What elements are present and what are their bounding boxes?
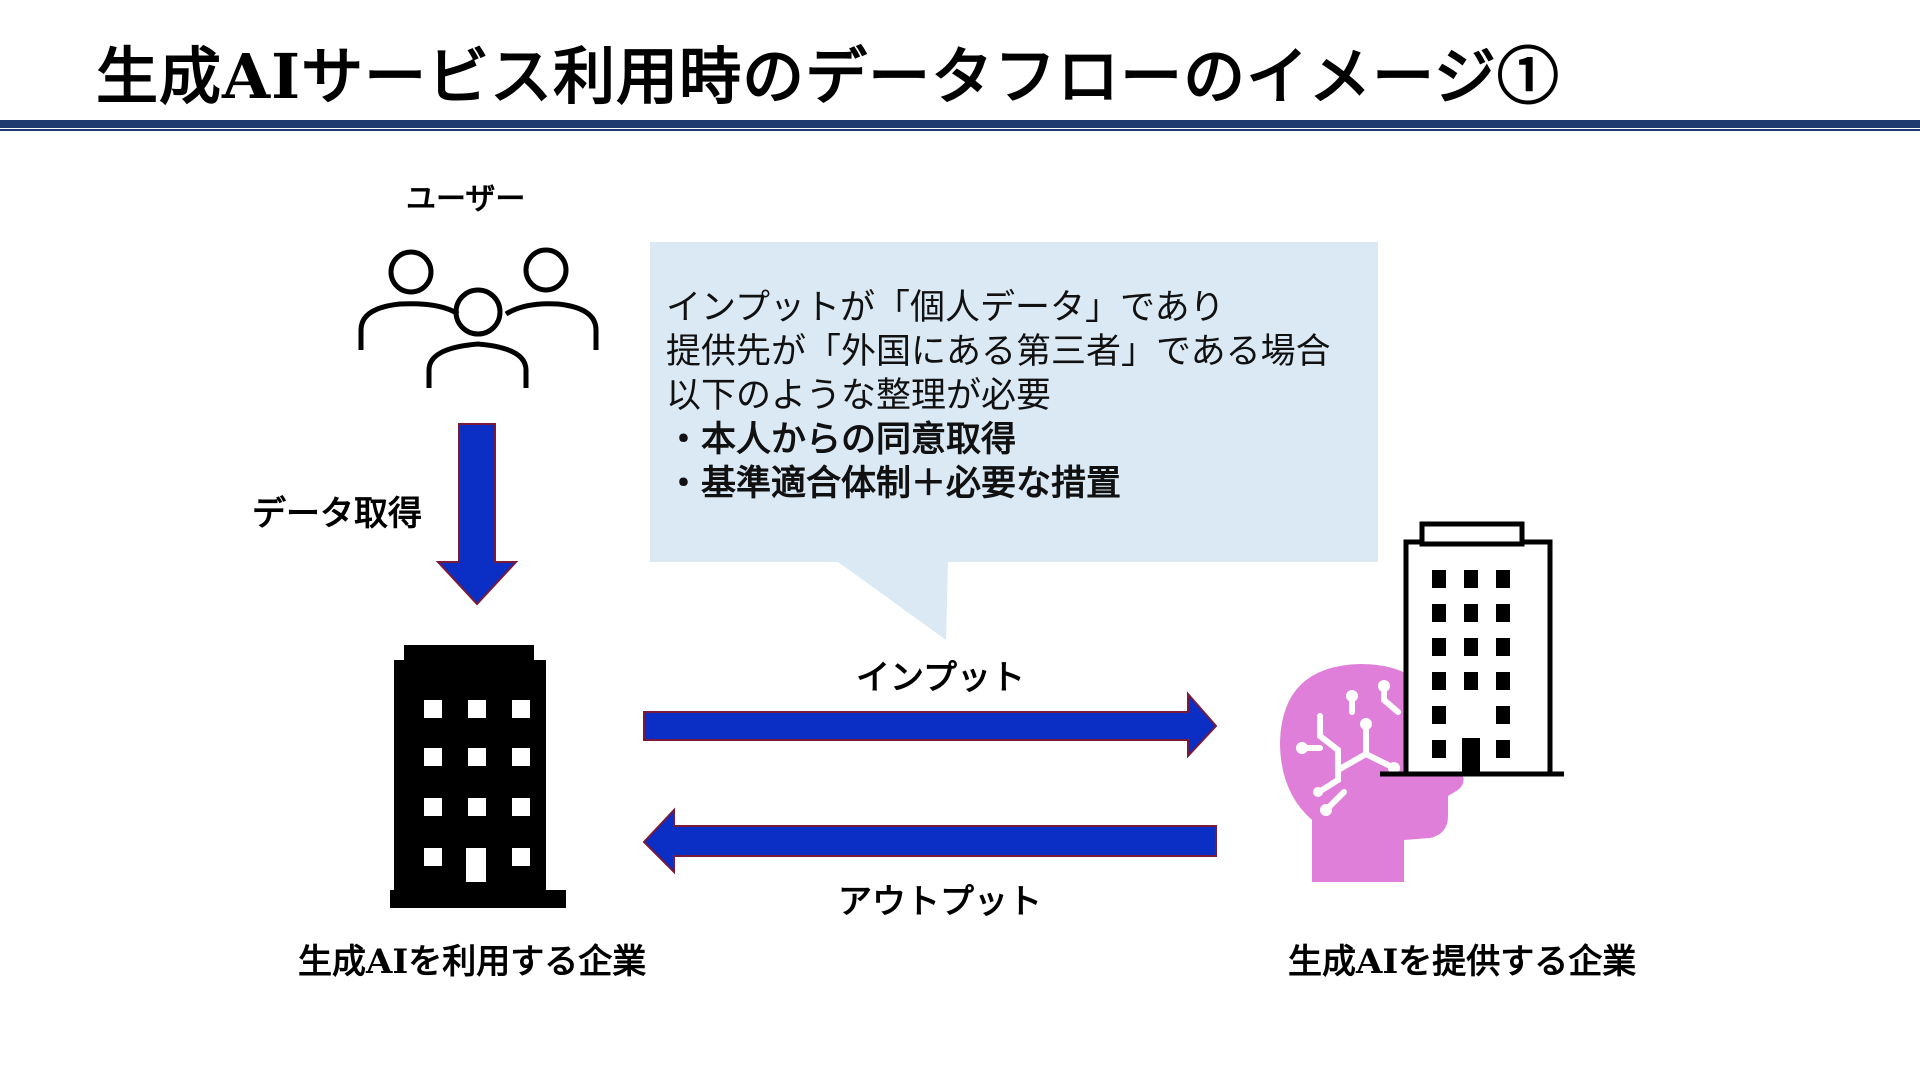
callout-line: 以下のような整理が必要: [666, 376, 1052, 416]
callout-bullet: ・基準適合体制＋必要な措置: [666, 464, 1122, 504]
slide-title: 生成AIサービス利用時のデータフローのイメージ①: [96, 40, 1560, 113]
input-label: インプット: [856, 658, 1025, 698]
output-arrow: [642, 807, 1217, 875]
data-acquisition-label: データ取得: [252, 494, 422, 534]
callout-line: インプットが「個人データ」であり: [666, 288, 1225, 328]
callout-bubble: [650, 242, 1378, 640]
user-company-label: 生成AIを利用する企業: [298, 942, 647, 982]
output-label: アウトプット: [838, 882, 1042, 922]
callout-bullet: ・本人からの同意取得: [666, 420, 1017, 460]
title-divider: [0, 120, 1920, 131]
callout-text: インプットが「個人データ」であり 提供先が「外国にある第三者」である場合 以下の…: [666, 286, 1331, 506]
provider-company-label: 生成AIを提供する企業: [1288, 942, 1637, 982]
users-label: ユーザー: [406, 182, 526, 217]
callout-line: 提供先が「外国にある第三者」である場合: [666, 332, 1331, 372]
users-group-icon: [358, 247, 599, 388]
data-acquisition-arrow: [435, 423, 519, 606]
user-company-building-icon: [390, 645, 566, 908]
provider-company-building-icon: [1380, 521, 1564, 777]
input-arrow: [643, 691, 1218, 759]
